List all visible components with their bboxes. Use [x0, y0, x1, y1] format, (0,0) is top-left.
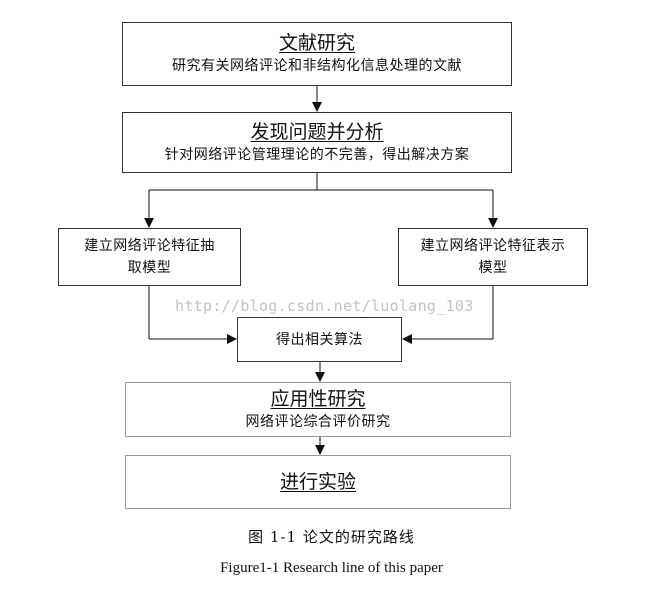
box-application-desc: 网络评论综合评价研究 — [245, 413, 391, 430]
box-literature-title: 文献研究 — [278, 32, 355, 54]
caption-english: Figure1-1 Research line of this paper — [220, 560, 443, 576]
box-derive-algorithm: 得出相关算法 — [237, 317, 402, 362]
box-discover-desc: 针对网络评论管理理论的不完善，得出解决方案 — [164, 146, 470, 163]
box-represent-line1: 建立网络评论特征表示 — [420, 238, 566, 254]
box-extract-line1: 建立网络评论特征抽 — [84, 238, 215, 254]
box-discover-title: 发现问题并分析 — [250, 120, 384, 143]
box-extract-model: 建立网络评论特征抽 取模型 — [58, 228, 241, 286]
box-algorithm-label: 得出相关算法 — [276, 331, 363, 348]
box-application-research: 应用性研究 网络评论综合评价研究 — [125, 382, 511, 437]
box-literature-desc: 研究有关网络评论和非结构化信息处理的文献 — [172, 58, 462, 74]
box-represent-line2: 模型 — [478, 260, 508, 276]
box-application-title: 应用性研究 — [270, 387, 366, 410]
box-experiment-title: 进行实验 — [279, 471, 356, 493]
watermark-url: http://blog.csdn.net/luolang_103 — [175, 297, 474, 315]
box-extract-line2: 取模型 — [127, 260, 172, 276]
box-literature-research: 文献研究 研究有关网络评论和非结构化信息处理的文献 — [122, 22, 512, 86]
box-discover-analyze: 发现问题并分析 针对网络评论管理理论的不完善，得出解决方案 — [122, 112, 512, 173]
caption-chinese: 图 1-1 论文的研究路线 — [248, 528, 415, 546]
box-represent-model: 建立网络评论特征表示 模型 — [398, 228, 588, 286]
box-experiment: 进行实验 — [125, 455, 511, 509]
